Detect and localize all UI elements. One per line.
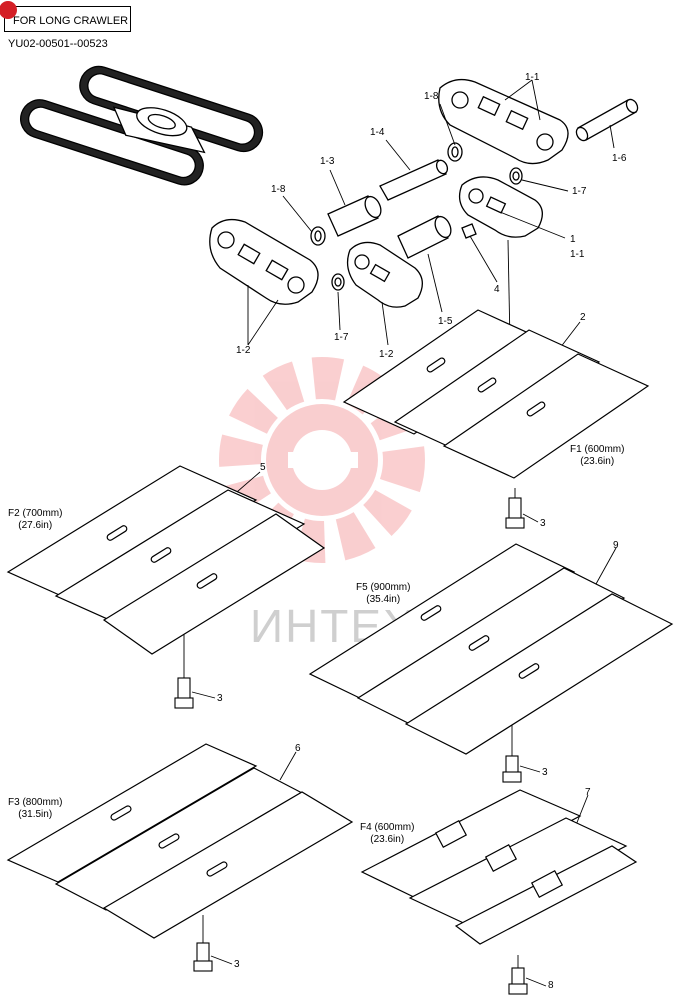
serial-range: YU02-00501--00523 bbox=[8, 38, 108, 50]
shoe-label-f2: F2 (700mm) (27.6in) bbox=[8, 508, 62, 531]
bolt-leaders bbox=[191, 513, 547, 987]
shoe-f5-imperial: (35.4in) bbox=[366, 593, 401, 605]
shoe-f5-metric: F5 (900mm) bbox=[356, 582, 411, 593]
part-label-3: 3 bbox=[540, 518, 546, 529]
part-label-1-4: 1-4 bbox=[370, 127, 385, 138]
header-box-label: FOR LONG CRAWLER bbox=[13, 15, 129, 27]
shoe-label-f3: F3 (800mm) (31.5in) bbox=[8, 797, 62, 820]
part-label-1-7: 1-7 bbox=[334, 332, 349, 343]
shoe-label-f5: F5 (900mm) (35.4in) bbox=[356, 582, 410, 605]
bolt-f5 bbox=[502, 755, 522, 783]
shoe-f1-imperial: (23.6in) bbox=[580, 455, 615, 467]
crawler-overview bbox=[20, 65, 264, 186]
track-link-upper-right bbox=[438, 78, 569, 165]
track-shoe-f1 bbox=[342, 309, 650, 479]
part-label-1-6: 1-6 bbox=[612, 153, 627, 164]
shoe-f4-metric: F4 (600mm) bbox=[360, 822, 415, 833]
shoe-f3-imperial: (31.5in) bbox=[18, 808, 53, 820]
pin-1-6 bbox=[575, 98, 639, 142]
shoe-label-f4: F4 (600mm) (23.6in) bbox=[360, 822, 414, 845]
watermark-logo bbox=[219, 357, 425, 563]
bolt-f3 bbox=[193, 942, 213, 972]
header-box: FOR LONG CRAWLER bbox=[0, 1, 131, 32]
part-label-1-8: 1-8 bbox=[271, 184, 286, 195]
bushing-1-3 bbox=[327, 195, 382, 237]
part-label-1-7: 1-7 bbox=[572, 186, 587, 197]
bolt-f4 bbox=[508, 967, 528, 995]
part-label-9: 9 bbox=[613, 540, 619, 551]
part-label-2: 2 bbox=[580, 312, 586, 323]
part-label-1-8: 1-8 bbox=[424, 91, 439, 102]
shoe-label-f1: F1 (600mm) (23.6in) bbox=[570, 444, 624, 467]
track-shoe-f2 bbox=[6, 465, 326, 655]
part-label-1-3: 1-3 bbox=[320, 156, 335, 167]
part-label-1-2: 1-2 bbox=[236, 345, 251, 356]
shoe-f2-imperial: (27.6in) bbox=[18, 519, 53, 531]
part-label-3: 3 bbox=[217, 693, 223, 704]
bushing-1-5 bbox=[397, 215, 452, 259]
part-label-1-2: 1-2 bbox=[379, 349, 394, 360]
rubber-pad-f4 bbox=[360, 789, 638, 945]
part-label-6: 6 bbox=[295, 743, 301, 754]
shoe-f2-metric: F2 (700mm) bbox=[8, 508, 63, 519]
part-label-1-1: 1-1 bbox=[525, 72, 540, 83]
track-shoe-f3 bbox=[6, 743, 354, 939]
part-label-1: 1 bbox=[570, 234, 576, 245]
part-label-5: 5 bbox=[260, 462, 266, 473]
part-label-3: 3 bbox=[542, 767, 548, 778]
shoe-f4-imperial: (23.6in) bbox=[370, 833, 405, 845]
seal-rings bbox=[310, 142, 523, 291]
track-link-center bbox=[346, 241, 423, 308]
corner-badge bbox=[0, 1, 17, 19]
part-label-1-1: 1-1 bbox=[570, 249, 585, 260]
part-label-4: 4 bbox=[494, 284, 500, 295]
part-label-1-5: 1-5 bbox=[438, 316, 453, 327]
track-link-lower-right bbox=[458, 176, 543, 238]
bolt-f1 bbox=[505, 497, 525, 529]
part-label-7: 7 bbox=[585, 787, 591, 798]
track-shoe-f5 bbox=[308, 543, 674, 755]
part-label-3: 3 bbox=[234, 959, 240, 970]
part-label-8: 8 bbox=[548, 980, 554, 991]
track-link-left bbox=[209, 218, 319, 305]
shoe-f1-metric: F1 (600mm) bbox=[570, 444, 625, 455]
shoe-f3-metric: F3 (800mm) bbox=[8, 797, 63, 808]
pin-1-4 bbox=[379, 159, 449, 201]
bolt-f2 bbox=[174, 677, 194, 709]
